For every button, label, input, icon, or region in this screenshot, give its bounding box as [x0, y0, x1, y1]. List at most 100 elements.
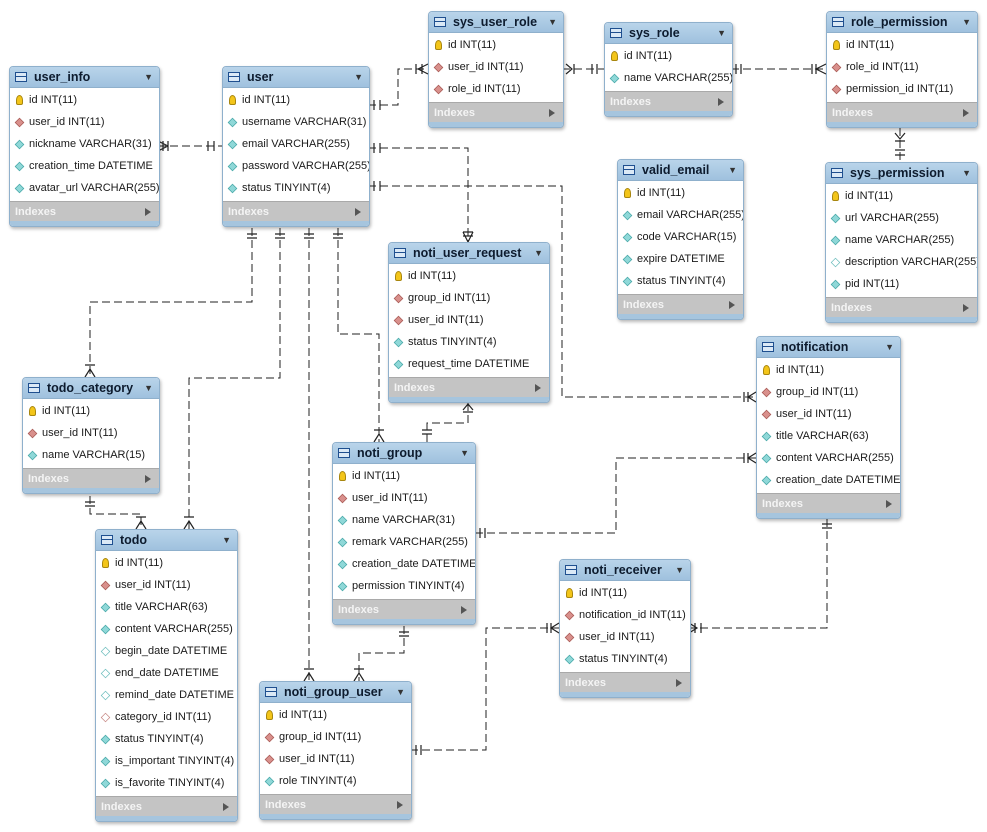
table-header[interactable]: sys_permission▼ — [826, 163, 977, 184]
indexes-section[interactable]: Indexes — [560, 672, 690, 692]
collapse-arrow-icon[interactable]: ▼ — [548, 17, 557, 27]
collapse-arrow-icon[interactable]: ▼ — [396, 687, 405, 697]
expand-arrow-icon[interactable] — [729, 300, 735, 309]
expand-arrow-icon[interactable] — [676, 678, 682, 687]
expand-arrow-icon[interactable] — [886, 499, 892, 508]
indexes-section[interactable]: Indexes — [23, 468, 159, 488]
collapse-arrow-icon[interactable]: ▼ — [534, 248, 543, 258]
table-header[interactable]: user▼ — [223, 67, 369, 88]
collapse-arrow-icon[interactable]: ▼ — [962, 168, 971, 178]
table-header[interactable]: noti_group▼ — [333, 443, 475, 464]
indexes-section[interactable]: Indexes — [618, 294, 743, 314]
indexes-section[interactable]: Indexes — [10, 201, 159, 221]
table-header[interactable]: noti_user_request▼ — [389, 243, 549, 264]
indexes-section[interactable]: Indexes — [389, 377, 549, 397]
collapse-arrow-icon[interactable]: ▼ — [222, 535, 231, 545]
indexes-section[interactable]: Indexes — [757, 493, 900, 513]
expand-arrow-icon[interactable] — [549, 108, 555, 117]
expand-arrow-icon[interactable] — [223, 802, 229, 811]
table-header[interactable]: todo▼ — [96, 530, 237, 551]
indexes-section[interactable]: Indexes — [223, 201, 369, 221]
table-header[interactable]: user_info▼ — [10, 67, 159, 88]
indexes-section[interactable]: Indexes — [429, 102, 563, 122]
expand-arrow-icon[interactable] — [145, 207, 151, 216]
indexes-section[interactable]: Indexes — [605, 91, 732, 111]
expand-arrow-icon[interactable] — [461, 605, 467, 614]
table-header[interactable]: notification▼ — [757, 337, 900, 358]
table-header[interactable]: todo_category▼ — [23, 378, 159, 399]
expand-arrow-icon[interactable] — [145, 474, 151, 483]
indexes-section[interactable]: Indexes — [96, 796, 237, 816]
expand-arrow-icon[interactable] — [963, 303, 969, 312]
indexes-section[interactable]: Indexes — [333, 599, 475, 619]
collapse-arrow-icon[interactable]: ▼ — [675, 565, 684, 575]
collapse-arrow-icon[interactable]: ▼ — [885, 342, 894, 352]
table-header[interactable]: valid_email▼ — [618, 160, 743, 181]
indexes-section[interactable]: Indexes — [827, 102, 977, 122]
table-header[interactable]: noti_receiver▼ — [560, 560, 690, 581]
expand-arrow-icon[interactable] — [718, 97, 724, 106]
table-header[interactable]: noti_group_user▼ — [260, 682, 411, 703]
table-header[interactable]: sys_user_role▼ — [429, 12, 563, 33]
expand-arrow-icon[interactable] — [397, 800, 403, 809]
